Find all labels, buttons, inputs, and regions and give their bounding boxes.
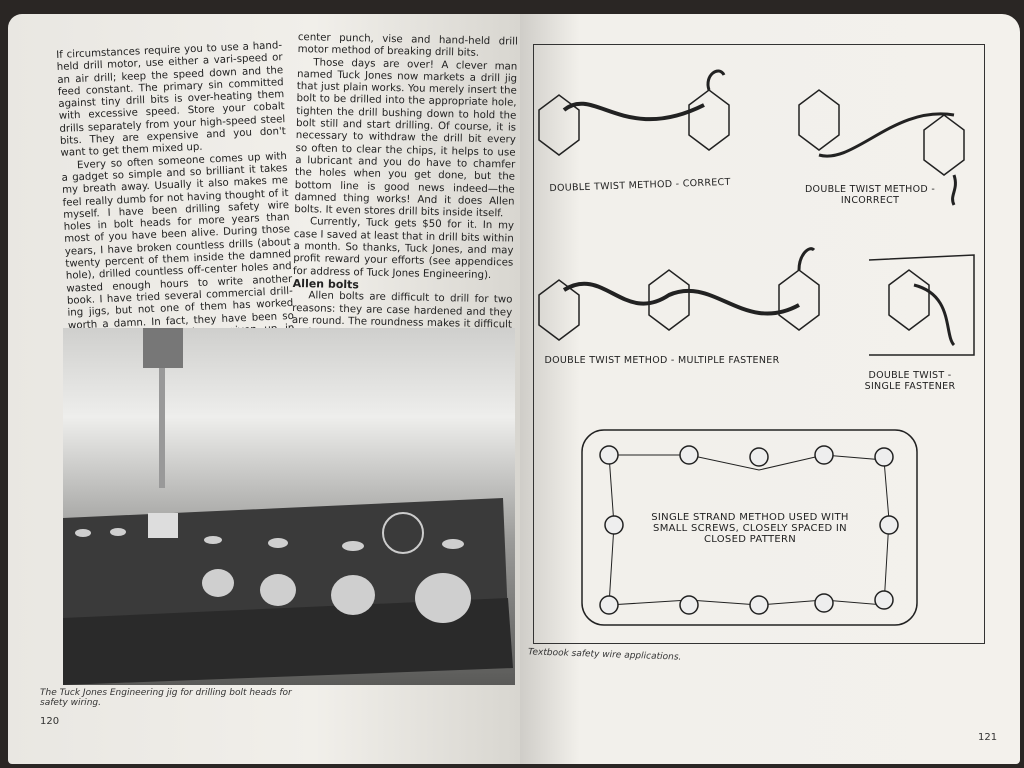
double-twist-single-diagram xyxy=(868,254,975,356)
paragraph: Those days are over! A clever man named … xyxy=(294,56,518,220)
single-strand-diagram xyxy=(581,429,918,626)
text-column-2: center punch, vise and hand-held drill m… xyxy=(292,32,518,344)
page-number-right: 121 xyxy=(978,732,998,743)
right-page xyxy=(520,14,1020,764)
page-number-left: 120 xyxy=(40,716,60,727)
paragraph: If circumstances require you to use a ha… xyxy=(56,40,287,160)
drill-jig-photo xyxy=(63,328,515,685)
double-twist-multiple-diagram xyxy=(538,247,820,341)
label-multiple: DOUBLE TWIST METHOD - MULTIPLE FASTENER xyxy=(544,355,780,366)
paragraph: Currently, Tuck gets $50 for it. In my c… xyxy=(292,216,515,281)
double-twist-incorrect-diagram xyxy=(798,89,965,206)
label-single: DOUBLE TWIST - SINGLE FASTENER xyxy=(864,370,956,392)
label-incorrect: DOUBLE TWIST METHOD - INCORRECT xyxy=(804,184,936,206)
photo-caption: The Tuck Jones Engineering jig for drill… xyxy=(40,688,292,708)
safety-wire-diagrams xyxy=(533,44,985,644)
text-column-1: If circumstances require you to use a ha… xyxy=(56,40,296,369)
double-twist-correct-diagram xyxy=(538,69,730,156)
label-single-strand: SINGLE STRAND METHOD USED WITH SMALL SCR… xyxy=(651,512,849,545)
